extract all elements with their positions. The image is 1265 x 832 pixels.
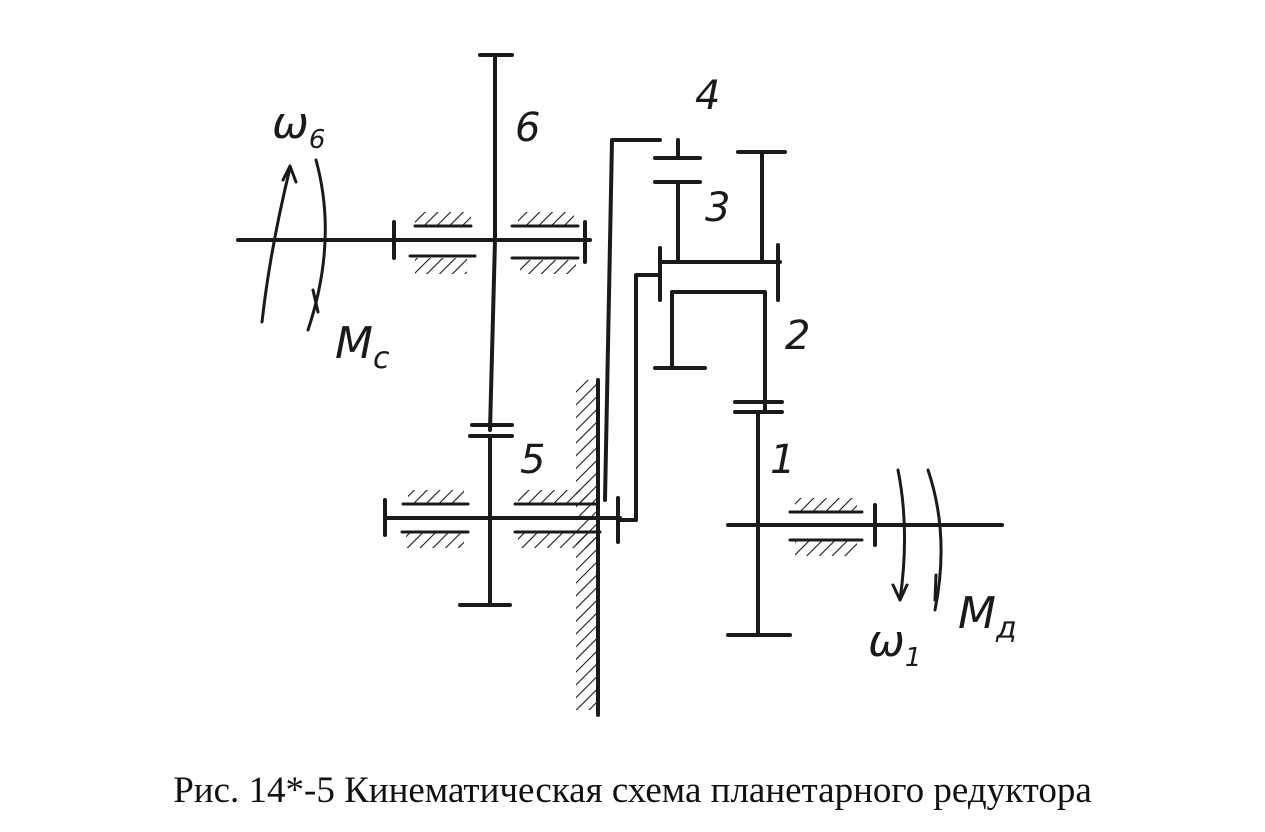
output-shaft: [236, 220, 592, 264]
gear-6: [478, 53, 514, 242]
housing-ground: [576, 378, 600, 717]
gear-5-label: 5: [520, 437, 546, 483]
omega-out-label: ω6: [272, 98, 326, 155]
torque-in-label: Mд: [958, 588, 1017, 646]
bearing-output-right: [510, 212, 580, 274]
omega-in-arc: [891, 468, 943, 612]
omega-out-arc: [260, 158, 327, 332]
shaft-6-5: [488, 238, 497, 432]
gear-5: [458, 423, 514, 607]
gear-4: [653, 138, 702, 184]
carrier: [603, 138, 662, 522]
gear-4-label: 4: [695, 73, 721, 119]
satellite-axle: [653, 290, 767, 412]
bearing-input: [788, 498, 864, 556]
bearing-output-left: [408, 212, 477, 274]
input-shaft: [726, 503, 1004, 547]
gear-3-label: 3: [705, 185, 731, 231]
gear-3-ring: [736, 150, 787, 264]
gear-1-label: 1: [770, 437, 796, 483]
gear-6-label: 6: [515, 105, 541, 151]
bearing-lower-left: [400, 490, 470, 548]
gear-2-label: 2: [785, 313, 811, 359]
torque-out-label: Mc: [335, 318, 390, 376]
figure-caption: Рис. 14*-5 Кинематическая схема планетар…: [173, 770, 1092, 811]
omega-in-label: ω1: [868, 616, 922, 673]
